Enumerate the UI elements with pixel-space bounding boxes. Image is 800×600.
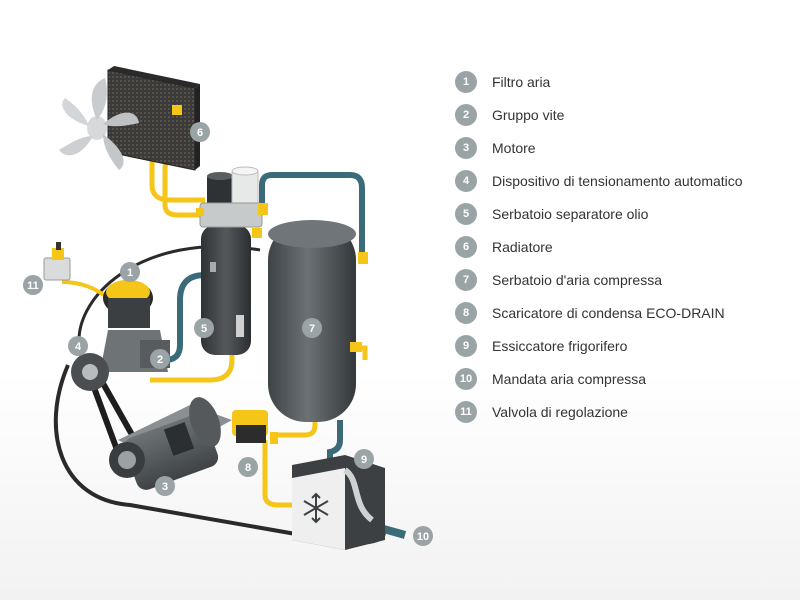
legend-label: Dispositivo di tensionamento automatico xyxy=(492,173,743,189)
snowflake-icon xyxy=(303,492,329,524)
fan-icon xyxy=(59,78,139,170)
legend-badge: 11 xyxy=(455,401,477,423)
svg-text:1: 1 xyxy=(127,267,133,279)
diagram-badge-1: 1 xyxy=(120,262,140,282)
svg-text:7: 7 xyxy=(309,323,315,335)
legend-badge: 5 xyxy=(455,203,477,225)
compressor-diagram: 1 2 3 4 5 6 7 8 9 10 11 xyxy=(23,66,433,550)
svg-text:6: 6 xyxy=(197,127,203,139)
diagram-badge-11: 11 xyxy=(23,275,43,295)
diagram-badge-5: 5 xyxy=(194,318,214,338)
svg-text:11: 11 xyxy=(27,280,39,292)
diagram-badge-7: 7 xyxy=(302,318,322,338)
legend-label: Serbatoio d'aria compressa xyxy=(492,272,662,288)
legend-label: Motore xyxy=(492,140,536,156)
teal-pipe-dryer xyxy=(327,420,343,465)
svg-text:2: 2 xyxy=(157,354,163,366)
legend-badge: 7 xyxy=(455,269,477,291)
diagram-badge-10: 10 xyxy=(413,526,433,546)
legend-badge: 10 xyxy=(455,368,477,390)
legend-label: Scaricatore di condensa ECO-DRAIN xyxy=(492,305,725,321)
legend-label: Gruppo vite xyxy=(492,107,565,123)
diagram-badge-9: 9 xyxy=(354,449,374,469)
motor xyxy=(109,397,232,490)
legend-badge: 8 xyxy=(455,302,477,324)
legend-label: Radiatore xyxy=(492,239,553,255)
legend-badge: 9 xyxy=(455,335,477,357)
regulation-valve xyxy=(43,242,71,281)
yellow-pipe-drain-2 xyxy=(262,440,295,508)
svg-text:3: 3 xyxy=(162,481,168,493)
diagram-badge-8: 8 xyxy=(238,457,258,477)
svg-text:9: 9 xyxy=(361,454,367,466)
legend-item-gruppo-vite: 2 Gruppo vite xyxy=(455,104,785,126)
legend-item-filtro-aria: 1 Filtro aria xyxy=(455,71,785,93)
legend-label: Serbatoio separatore olio xyxy=(492,206,649,222)
yellow-pipe-separator xyxy=(150,230,235,383)
legend-label: Mandata aria compressa xyxy=(492,371,647,387)
diagram-badge-3: 3 xyxy=(155,476,175,496)
legend-badge: 3 xyxy=(455,137,477,159)
teal-pipe-top xyxy=(259,172,365,255)
diagram-badge-6: 6 xyxy=(190,122,210,142)
legend-label: Filtro aria xyxy=(492,74,551,90)
teal-pipe-left xyxy=(164,272,206,363)
yellow-pipe-drain xyxy=(272,400,318,438)
legend-badge: 2 xyxy=(455,104,477,126)
radiator xyxy=(107,66,200,171)
svg-text:8: 8 xyxy=(245,462,251,474)
legend-item-valvola-regolazione: 11 Valvola di regolazione xyxy=(455,401,785,423)
screw-block xyxy=(71,280,170,391)
legend-item-eco-drain: 8 Scaricatore di condensa ECO-DRAIN xyxy=(455,302,785,324)
legend-badge: 6 xyxy=(455,236,477,258)
legend-item-radiatore: 6 Radiatore xyxy=(455,236,785,258)
legend-item-mandata-aria: 10 Mandata aria compressa xyxy=(455,368,785,390)
component-legend: 1 Filtro aria 2 Gruppo vite 3 Motore 4 D… xyxy=(455,71,785,435)
diagram-badge-2: 2 xyxy=(150,349,170,369)
legend-item-serbatoio-separatore: 5 Serbatoio separatore olio xyxy=(455,203,785,225)
legend-label: Essiccatore frigorifero xyxy=(492,338,628,354)
legend-item-dispositivo-tensionamento: 4 Dispositivo di tensionamento automatic… xyxy=(455,170,785,192)
svg-text:10: 10 xyxy=(417,531,429,543)
svg-text:4: 4 xyxy=(75,341,82,353)
diagram-badge-4: 4 xyxy=(68,336,88,356)
legend-label: Valvola di regolazione xyxy=(492,404,628,420)
diagram-badges: 1 2 3 4 5 6 7 8 9 10 11 xyxy=(23,122,433,546)
legend-item-serbatoio-aria: 7 Serbatoio d'aria compressa xyxy=(455,269,785,291)
legend-item-essiccatore: 9 Essiccatore frigorifero xyxy=(455,335,785,357)
legend-badge: 4 xyxy=(455,170,477,192)
eco-drain xyxy=(232,410,278,444)
legend-badge: 1 xyxy=(455,71,477,93)
svg-text:5: 5 xyxy=(201,323,207,335)
legend-item-motore: 3 Motore xyxy=(455,137,785,159)
